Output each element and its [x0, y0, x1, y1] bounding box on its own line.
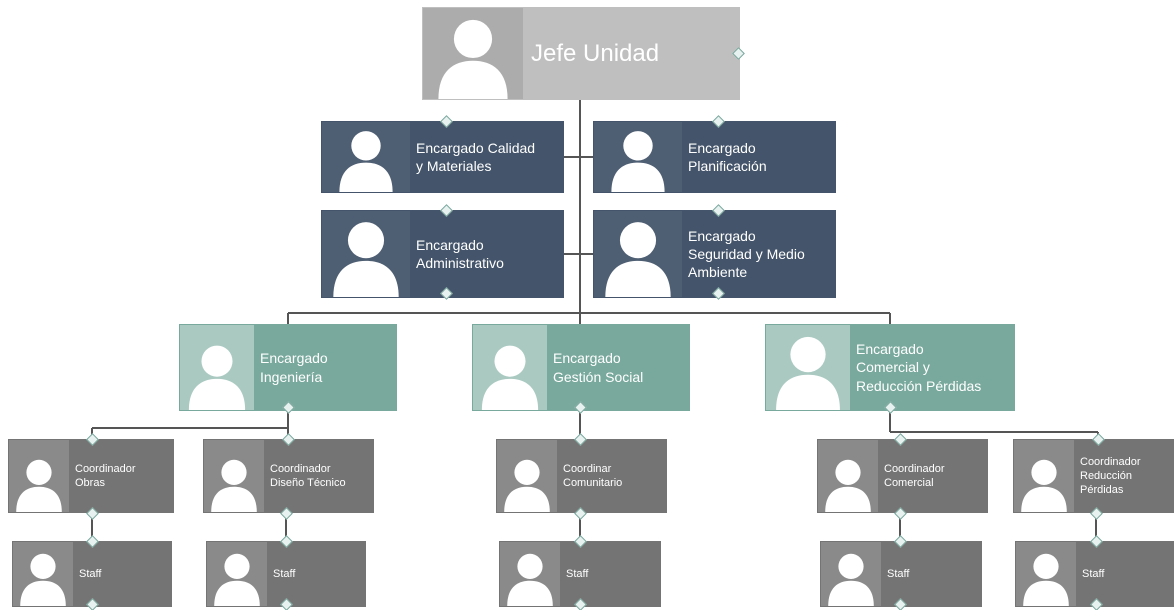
org-node-coordinar-comunitario[interactable]: Coordinar Comunitario	[496, 439, 667, 513]
org-node-encargado-planificacion[interactable]: Encargado Planificación	[593, 121, 836, 193]
org-node-coordinador-obras[interactable]: Coordinador Obras	[8, 439, 174, 513]
org-node-encargado-comercial[interactable]: Encargado Comercial y Reducción Pérdidas	[765, 324, 1015, 411]
org-node-coordinador-comercial[interactable]: Coordinador Comercial	[817, 439, 988, 513]
avatar-icon	[13, 542, 73, 606]
org-node-encargado-ingenieria[interactable]: Encargado Ingeniería	[179, 324, 397, 411]
avatar-icon	[423, 8, 523, 99]
org-node-root[interactable]: Jefe Unidad	[422, 7, 740, 100]
avatar-icon	[1014, 440, 1074, 512]
avatar-icon	[180, 325, 254, 410]
org-node-coordinador-reduccion[interactable]: Coordinador Reducción Pérdidas	[1013, 439, 1174, 513]
node-label: Encargado Seguridad y Medio Ambiente	[688, 227, 805, 281]
avatar-icon	[594, 211, 682, 297]
org-node-encargado-administrativo[interactable]: Encargado Administrativo	[321, 210, 564, 298]
avatar-icon	[497, 440, 557, 512]
org-node-encargado-seguridad[interactable]: Encargado Seguridad y Medio Ambiente	[593, 210, 836, 298]
node-label: Staff	[1082, 567, 1105, 580]
node-label: Encargado Administrativo	[416, 236, 504, 271]
avatar-icon	[821, 542, 881, 606]
node-label: Coordinador Reducción Pérdidas	[1080, 455, 1141, 497]
node-label: Coordinador Obras	[75, 462, 136, 489]
avatar-icon	[473, 325, 547, 410]
node-label: Coordinador Comercial	[884, 462, 945, 489]
org-node-staff[interactable]: Staff	[206, 541, 366, 607]
avatar-icon	[766, 325, 850, 410]
node-label: Encargado Comercial y Reducción Pérdidas	[856, 341, 982, 394]
node-label: Staff	[79, 567, 102, 580]
node-label: Staff	[566, 567, 589, 580]
org-node-staff[interactable]: Staff	[12, 541, 172, 607]
node-label: Encargado Calidad y Materiales	[416, 139, 536, 174]
org-node-staff[interactable]: Staff	[1015, 541, 1174, 607]
org-node-encargado-gestion-social[interactable]: Encargado Gestión Social	[472, 324, 690, 411]
node-label: Encargado Gestión Social	[553, 350, 644, 385]
org-node-staff[interactable]: Staff	[820, 541, 982, 607]
avatar-icon	[322, 122, 410, 192]
avatar-icon	[207, 542, 267, 606]
node-label: Encargado Ingeniería	[260, 350, 328, 385]
avatar-icon	[322, 211, 410, 297]
org-node-coordinador-diseno[interactable]: Coordinador Diseño Técnico	[203, 439, 374, 513]
node-label: Coordinar Comunitario	[563, 462, 623, 489]
node-label: Staff	[887, 567, 910, 580]
node-label: Encargado Planificación	[688, 139, 767, 174]
org-node-encargado-calidad[interactable]: Encargado Calidad y Materiales	[321, 121, 564, 193]
node-label: Staff	[273, 567, 296, 580]
avatar-icon	[818, 440, 878, 512]
node-label: Coordinador Diseño Técnico	[270, 462, 346, 489]
node-label: Jefe Unidad	[531, 39, 660, 67]
avatar-icon	[1016, 542, 1076, 606]
avatar-icon	[204, 440, 264, 512]
avatar-icon	[594, 122, 682, 192]
avatar-icon	[500, 542, 560, 606]
avatar-icon	[9, 440, 69, 512]
